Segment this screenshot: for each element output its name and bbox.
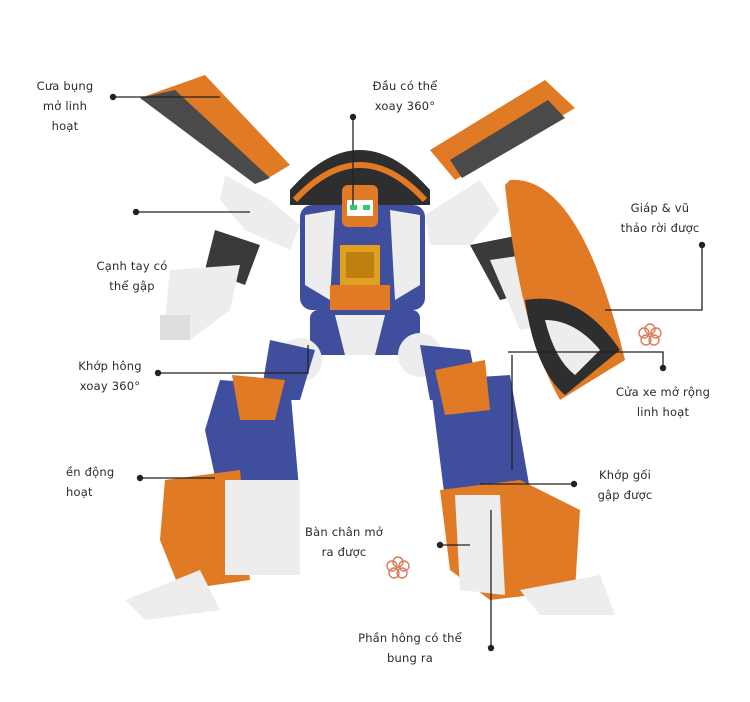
flower-icon: [638, 323, 662, 346]
callout-dot: [132, 208, 140, 216]
callout-dot: [136, 474, 144, 482]
label-cua-xe: Cửa xe mở rộng linh hoạt: [615, 385, 711, 419]
right-leg: [420, 345, 615, 615]
callout-line-khop-hong: [158, 345, 309, 374]
shield: [505, 179, 625, 400]
callout-dot: [436, 541, 444, 549]
label-khop-goi: Khớp gối gập được: [597, 468, 653, 502]
label-cua-bung: Cưa bụng mở linh hoạt: [36, 79, 94, 133]
callout-line-giap: [605, 245, 703, 311]
hips: [278, 310, 442, 382]
left-leg: [125, 340, 315, 620]
shoulder-dome: [290, 150, 430, 205]
callout-line-cua-xe: [508, 351, 664, 368]
callout-dot: [109, 93, 117, 101]
label-ban-chan: Bàn chân mở ra được: [305, 525, 383, 559]
left-arm: [160, 175, 300, 340]
label-canh-tay: Cạnh tay có thể gập: [96, 259, 168, 293]
callout-dot: [659, 364, 667, 372]
torso: [300, 205, 425, 310]
label-den-dong: ền động hoạt: [66, 465, 115, 499]
label-khop-hong: Khớp hông xoay 360°: [78, 359, 142, 393]
label-dau: Đầu có thể xoay 360°: [372, 79, 438, 113]
left-wing: [140, 75, 290, 184]
callout-dot: [698, 241, 706, 249]
callout-dot: [487, 644, 495, 652]
callout-dot: [154, 369, 162, 377]
head: [342, 185, 378, 227]
flower-icon: [386, 556, 410, 579]
callout-dot: [349, 113, 357, 121]
callout-dot: [570, 480, 578, 488]
label-phan-hong: Phần hông có thể bung ra: [358, 631, 462, 665]
label-giap: Giáp & vũ thảo rời được: [620, 201, 700, 235]
right-wing: [430, 80, 575, 180]
